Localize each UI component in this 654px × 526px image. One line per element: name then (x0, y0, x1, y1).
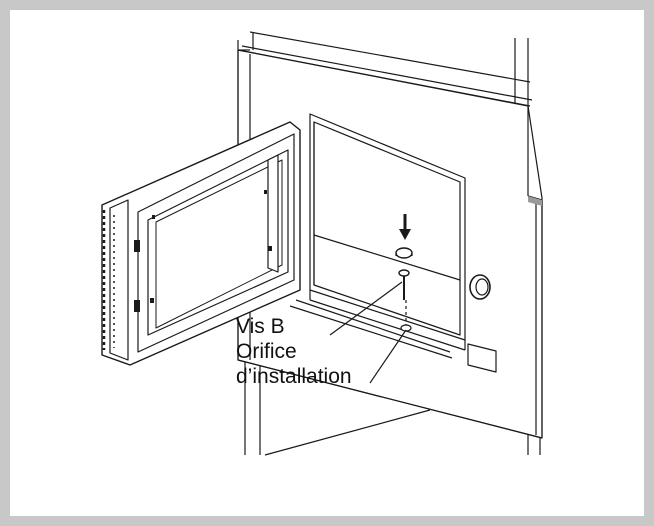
microwave-installation-diagram (101, 31, 543, 456)
display-window (467, 343, 497, 373)
cavity-opening (289, 113, 466, 359)
screw-icon (398, 269, 412, 332)
control-knob (469, 274, 491, 300)
figure-panel: Vis B Orifice d’installation (10, 10, 644, 516)
down-arrow-icon (399, 214, 411, 240)
hole-label-line1: Orifice (236, 340, 297, 363)
grommet-icon (395, 247, 413, 259)
hole-label-line2: d’installation (236, 365, 352, 388)
screw-label: Vis B (236, 315, 285, 338)
open-door (101, 121, 301, 366)
leader-lines (329, 281, 407, 384)
